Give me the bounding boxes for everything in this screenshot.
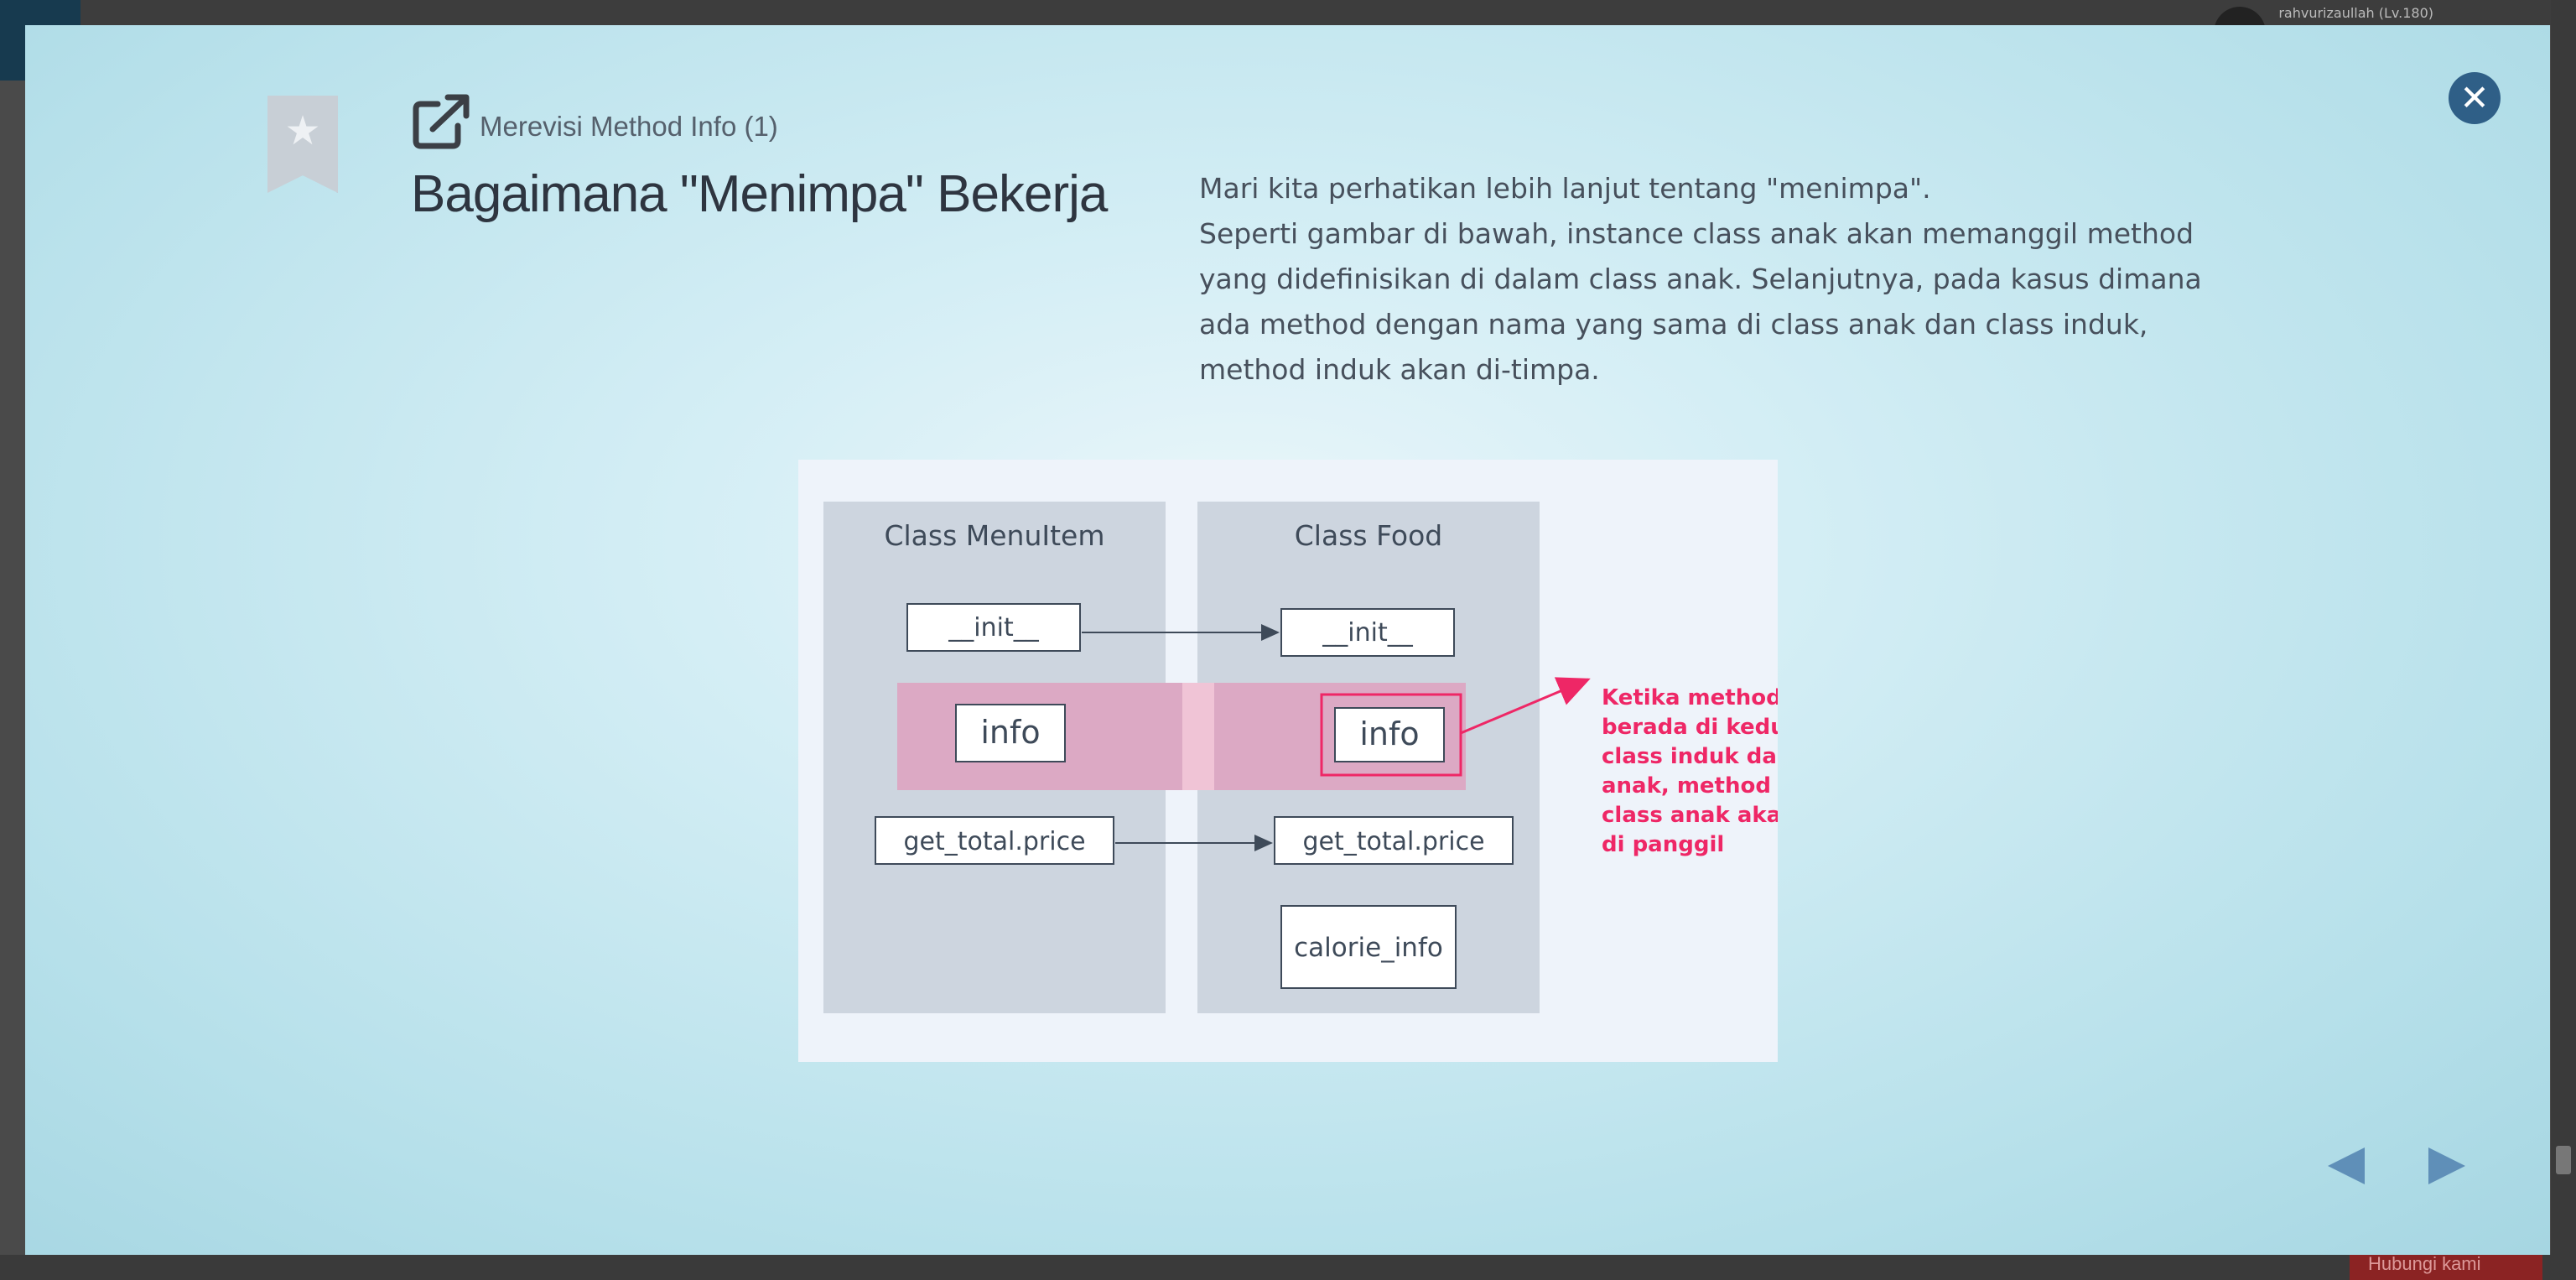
username: rahvurizaullah (Lv.180) xyxy=(2278,5,2433,21)
description-line: Seperti gambar di bawah, instance class … xyxy=(1199,217,2194,250)
arrow-left-icon[interactable] xyxy=(2321,1141,2371,1191)
annotation-line: class anak akan xyxy=(1602,803,1778,828)
background-bottombar: Hubungi kami xyxy=(0,1248,2576,1280)
right-init-box xyxy=(1280,608,1455,657)
right-init-label: __init__ xyxy=(1322,618,1413,648)
scrollbar-thumb[interactable] xyxy=(2556,1146,2571,1174)
lesson-description: Mari kita perhatikan lebih lanjut tentan… xyxy=(1199,166,2289,393)
calorie-info-label: calorie_info xyxy=(1294,933,1443,963)
class-food-title: Class Food xyxy=(1295,519,1442,552)
bookmark-star-icon[interactable]: ★ xyxy=(267,96,338,193)
lesson-modal: ★ Merevisi Method Info (1) Bagaimana "Me… xyxy=(25,25,2550,1255)
class-menuitem-title: Class MenuItem xyxy=(884,519,1104,552)
annotation-line: di panggil xyxy=(1602,832,1724,857)
page-title: Bagaimana "Menimpa" Bekerja xyxy=(411,165,1108,223)
left-total-label: get_total.price xyxy=(903,827,1085,856)
description-line: Mari kita perhatikan lebih lanjut tentan… xyxy=(1199,172,1931,205)
calorie-info-box xyxy=(1280,905,1457,989)
scrollbar[interactable] xyxy=(2551,0,2576,1280)
contact-button-label: Hubungi kami xyxy=(2368,1253,2481,1274)
star-icon: ★ xyxy=(284,107,321,154)
external-link-icon[interactable] xyxy=(413,94,471,149)
description-line: ada method dengan nama yang sama di clas… xyxy=(1199,308,2148,341)
override-highlight-box xyxy=(1320,693,1462,777)
left-info-box xyxy=(955,704,1066,762)
left-total-box xyxy=(875,816,1114,865)
annotation-line: class induk dan xyxy=(1602,744,1778,769)
right-info-box xyxy=(1334,707,1445,762)
highlight-band-gap xyxy=(1182,683,1214,790)
left-init-label: __init__ xyxy=(948,613,1039,643)
annotation-text: Ketika method berada di kedua class indu… xyxy=(1602,685,1778,857)
description-line: method induk akan di-timpa. xyxy=(1199,353,1600,386)
left-init-box xyxy=(906,603,1081,652)
annotation-line: Ketika method xyxy=(1602,685,1778,710)
right-total-box xyxy=(1274,816,1514,865)
diagram-canvas: Class MenuItem Class Food __init__ info … xyxy=(823,502,1778,1013)
right-total-label: get_total.price xyxy=(1302,827,1484,856)
annotation-arrow xyxy=(1460,677,1591,735)
close-icon[interactable]: ✕ xyxy=(2449,72,2501,124)
override-diagram: Class MenuItem Class Food __init__ info … xyxy=(798,460,1778,1062)
description-line: yang didefinisikan di dalam class anak. … xyxy=(1199,263,2202,295)
right-info-label: info xyxy=(1359,715,1419,752)
annotation-line: anak, method di xyxy=(1602,773,1778,799)
annotation-line: berada di kedua xyxy=(1602,715,1778,740)
lesson-subtitle[interactable]: Merevisi Method Info (1) xyxy=(480,111,778,142)
background-topbar: rahvurizaullah (Lv.180) xyxy=(0,0,2576,81)
left-info-label: info xyxy=(980,714,1040,751)
arrow-right-icon[interactable] xyxy=(2422,1141,2472,1191)
